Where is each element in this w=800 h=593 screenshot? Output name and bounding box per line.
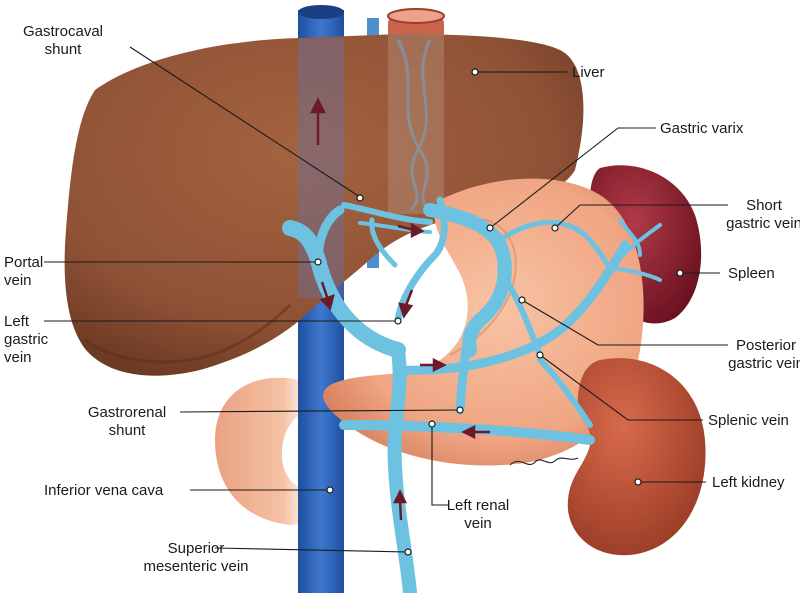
label-line: Left	[4, 313, 30, 330]
short-gastric-vein	[497, 219, 613, 271]
label-line: Short	[746, 197, 783, 214]
label-left-kidney: Left kidney	[712, 474, 785, 491]
liver-shadow	[84, 303, 292, 364]
label-gastric-varix: Gastric varix	[660, 120, 744, 137]
label-liver: Liver	[572, 64, 605, 81]
artist-signature	[509, 457, 579, 466]
label-line: Posterior	[736, 337, 796, 354]
label-line: vein	[4, 272, 32, 289]
left-kidney	[567, 358, 706, 556]
flow-arrows	[309, 97, 490, 521]
label-splenic-vein: Splenic vein	[708, 412, 789, 429]
esophagus-lumen	[387, 8, 445, 24]
label-line: shunt	[45, 41, 83, 58]
posterior-gastric-vein	[497, 267, 543, 358]
gastrocaval-shunt-vessel	[341, 202, 433, 225]
label-line: Portal	[4, 254, 43, 271]
label-line: Gastrocaval	[23, 23, 103, 40]
label-line: vein	[4, 349, 32, 366]
label-line: vein	[464, 515, 492, 532]
label-spleen: Spleen	[728, 265, 775, 282]
esophagus-through-liver	[388, 34, 444, 214]
label-line: Left renal	[447, 497, 510, 514]
label-line: Spleen	[728, 265, 775, 282]
portal-vein	[282, 220, 406, 358]
label-line: Left kidney	[712, 474, 785, 491]
label-line: gastric vein	[728, 355, 800, 372]
label-line: gastric	[4, 331, 49, 348]
label-line: Gastrorenal	[88, 404, 166, 421]
label-line: gastric vein	[726, 215, 800, 232]
arrow-smv	[398, 499, 403, 521]
label-inferior-vena-cava: Inferior vena cava	[44, 482, 164, 499]
label-line: Inferior vena cava	[44, 482, 164, 499]
esophageal-varices	[396, 39, 432, 212]
ivc-lumen	[298, 5, 344, 19]
label-line: mesenteric vein	[143, 558, 248, 575]
label-line: Gastric varix	[660, 120, 744, 137]
label-line: Liver	[572, 64, 605, 81]
splenic-vein	[393, 240, 630, 375]
label-line: shunt	[109, 422, 147, 439]
label-line: Superior	[168, 540, 225, 557]
liver	[64, 34, 584, 376]
leader-lines	[44, 46, 728, 556]
duodenum	[215, 377, 330, 525]
label-line: Splenic vein	[708, 412, 789, 429]
